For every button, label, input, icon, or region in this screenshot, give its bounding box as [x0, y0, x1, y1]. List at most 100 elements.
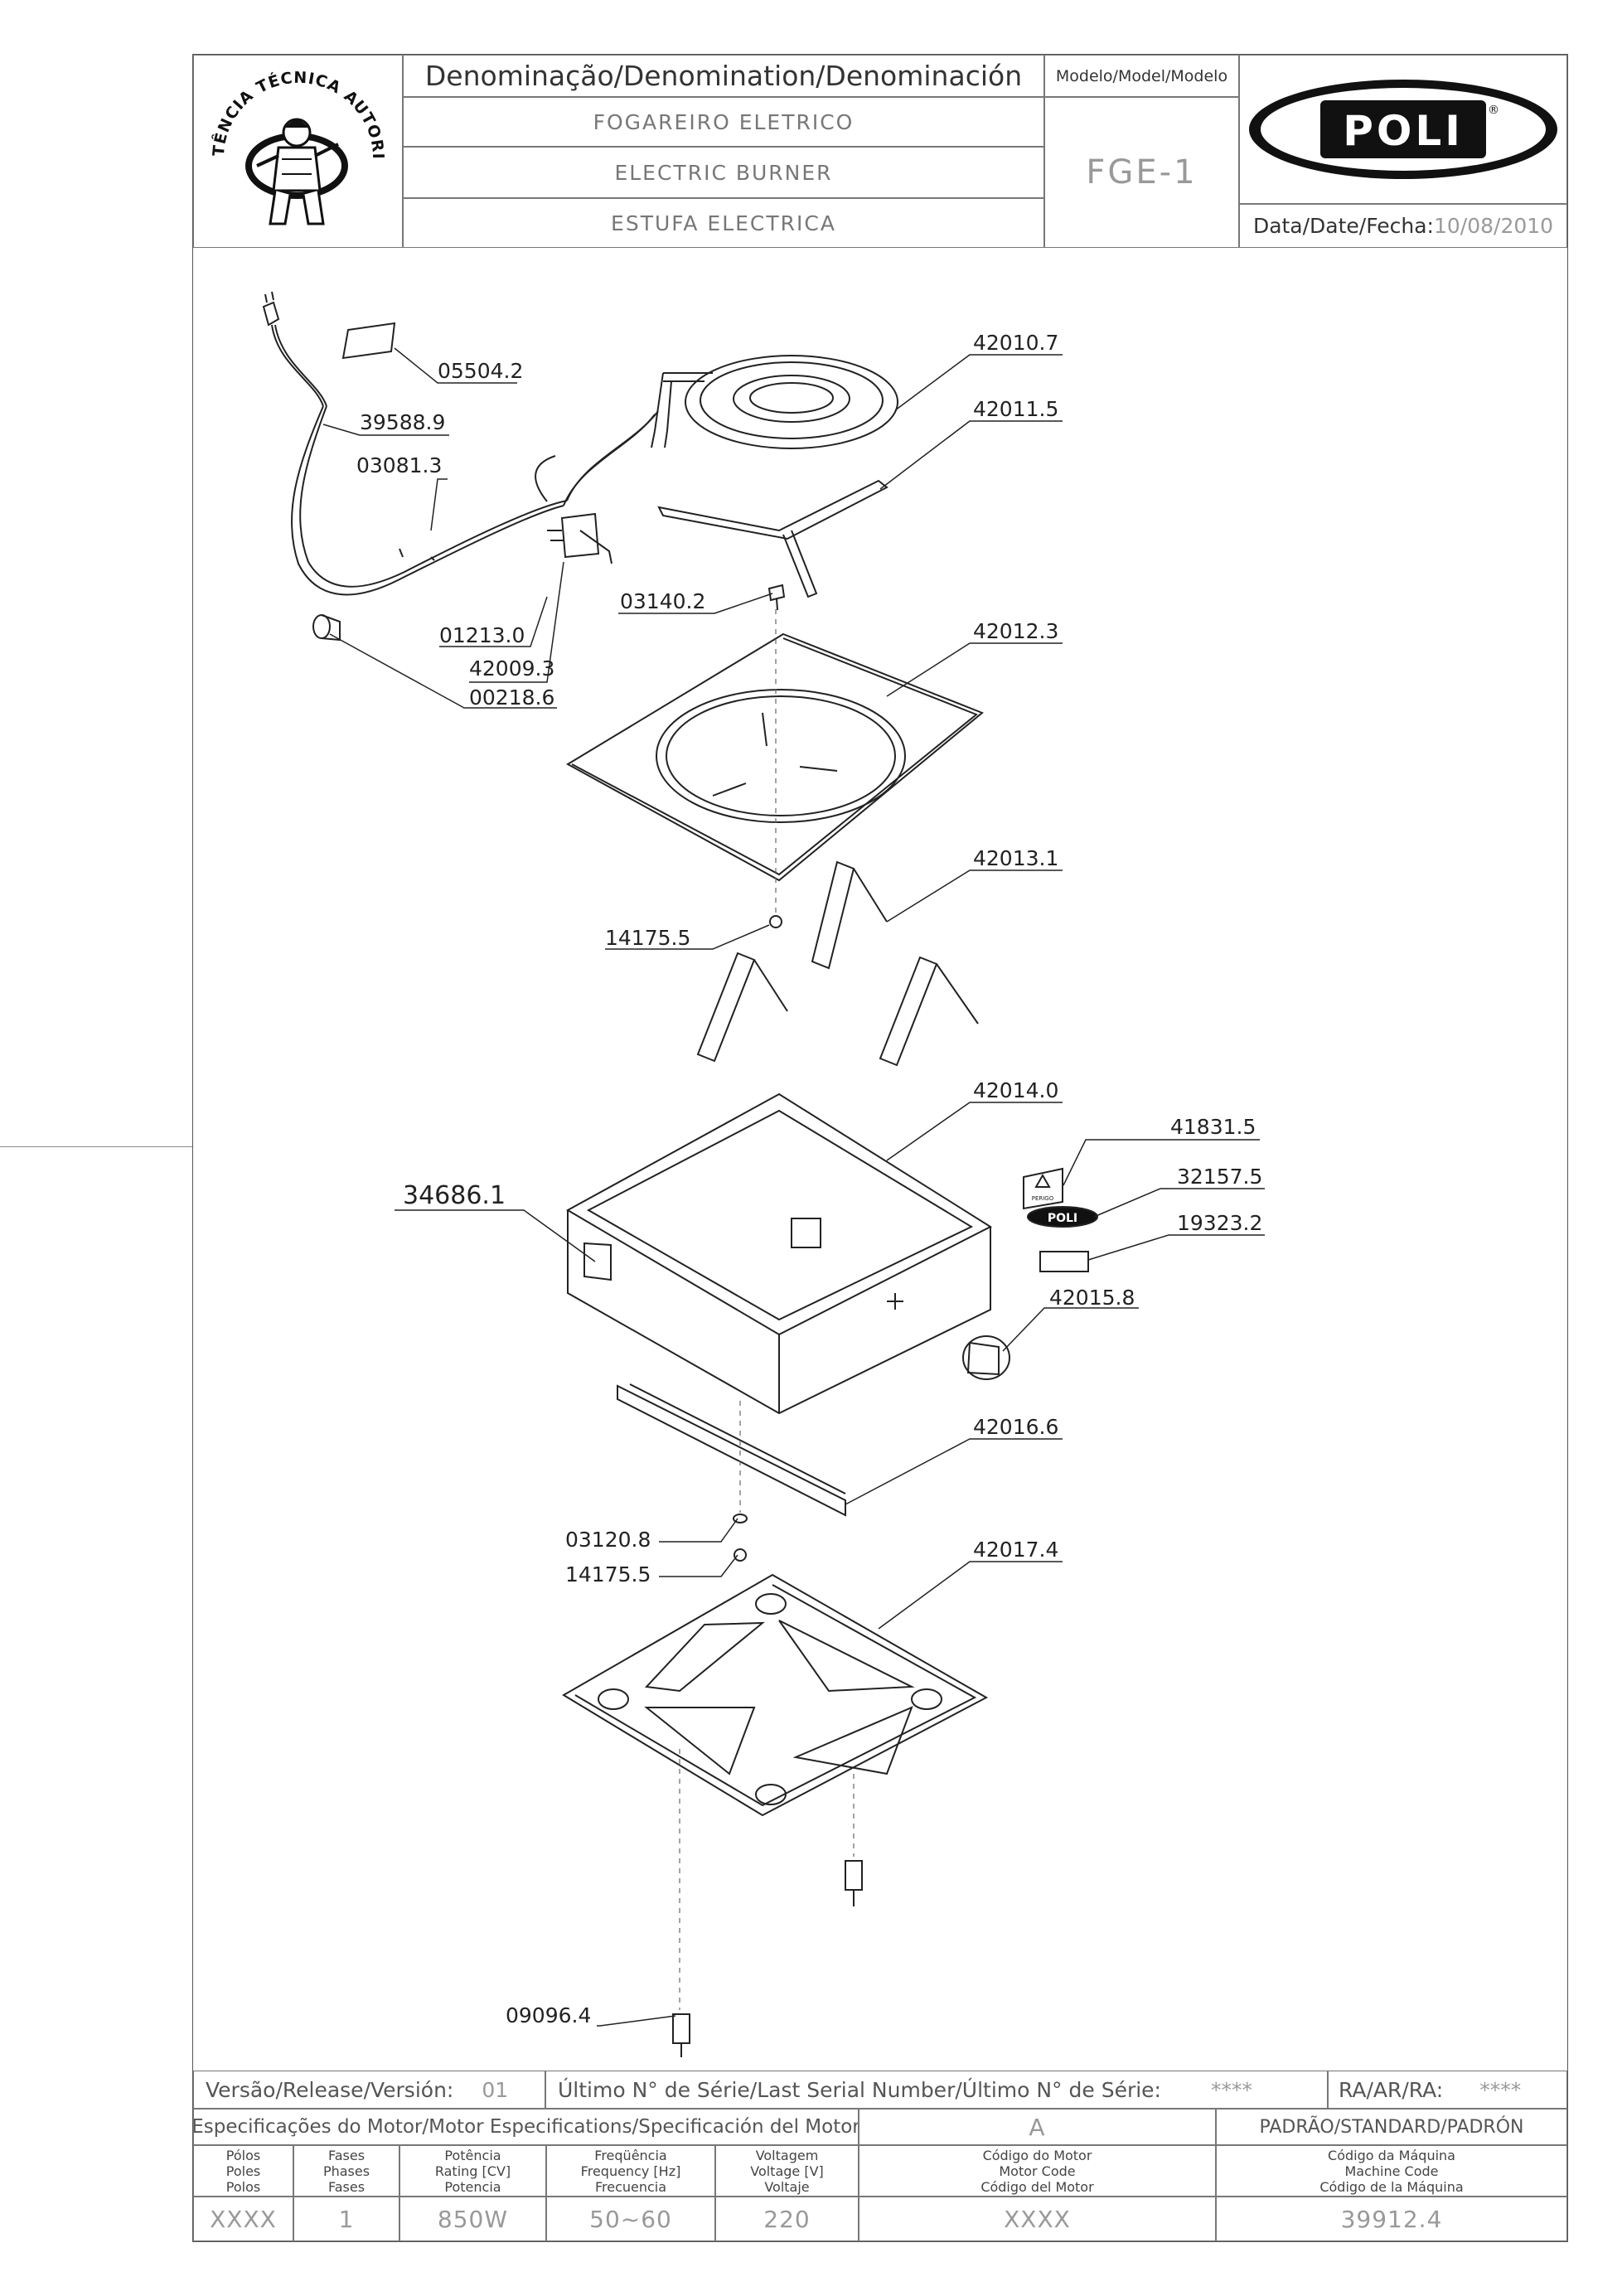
exploded-view-drawing: PERIGO POLI	[262, 291, 1265, 2057]
screw-03140	[767, 584, 786, 611]
spec-header-machine-code-es: Código de la Máquina	[1319, 2178, 1464, 2195]
part-label-42010: 42010.7	[973, 331, 1058, 355]
spec-header-voltage: Voltagem Voltage [V] Voltaje	[715, 2145, 859, 2197]
part-label-00218: 00218.6	[469, 685, 554, 710]
part-label-42011: 42011.5	[973, 397, 1058, 421]
warning-label-text: PERIGO	[1032, 1195, 1054, 1202]
spec-value-rating: 850W	[399, 2197, 546, 2241]
base-plate	[562, 1573, 989, 1817]
small-terminal	[399, 548, 435, 561]
spec-header-frequency-en: Frequency [Hz]	[580, 2163, 681, 2179]
spec-value-frequency: 50~60	[546, 2197, 715, 2241]
rating-plate	[1039, 1251, 1089, 1272]
spec-header-poles-es: Polos	[225, 2178, 261, 2195]
part-label-42009: 42009.3	[469, 656, 554, 681]
part-label-42017: 42017.4	[973, 1538, 1058, 1562]
ra-cell: RA/AR/RA: ****	[1328, 2071, 1567, 2109]
part-label-41831: 41831.5	[1170, 1115, 1256, 1139]
poli-badge: POLI	[1027, 1206, 1098, 1228]
denomination-title: Denominação/Denomination/Denominación	[403, 55, 1044, 97]
ra-value: ****	[1479, 2077, 1522, 2102]
spec-header-rating-es: Potencia	[444, 2178, 501, 2195]
product-name-en: ELECTRIC BURNER	[403, 147, 1044, 198]
release-cell: Versão/Release/Versión: 01	[193, 2071, 545, 2109]
spec-header-phases-en: Phases	[322, 2163, 370, 2179]
spec-header-rating-pt: Potência	[444, 2147, 501, 2163]
top-plate	[565, 632, 984, 882]
poli-logo: POLI ®	[1249, 80, 1557, 179]
part-label-03081: 03081.3	[356, 453, 442, 477]
spec-header-rating: Potência Rating [CV] Potencia	[399, 2145, 546, 2197]
part-label-03120: 03120.8	[565, 1528, 651, 1552]
foot-screw-a	[845, 1860, 863, 1906]
spec-header-motor-code: Código do Motor Motor Code Código del Mo…	[859, 2145, 1216, 2197]
spec-value-voltage: 220	[715, 2197, 859, 2241]
part-label-14175-a: 14175.5	[605, 926, 690, 950]
part-label-42012: 42012.3	[973, 619, 1058, 643]
spec-value-phases: 1	[293, 2197, 399, 2241]
spec-header-motor-code-en: Motor Code	[999, 2163, 1076, 2179]
part-label-32157: 32157.5	[1177, 1165, 1262, 1189]
service-badge-cell: ASSISTÊNCIA TÉCNICA AUTORIZADA	[193, 55, 403, 248]
drawing-frame: ASSISTÊNCIA TÉCNICA AUTORIZADA Denominaç…	[192, 54, 1568, 2242]
part-label-42014: 42014.0	[973, 1078, 1058, 1102]
product-name-pt: FOGAREIRO ELETRICO	[403, 97, 1044, 147]
serial-cell: Último N° de Série/Last Serial Number/Úl…	[545, 2071, 1328, 2109]
power-cord-plug	[262, 291, 568, 596]
release-value: 01	[482, 2077, 509, 2102]
spec-header-frequency-pt: Freqüência	[594, 2147, 667, 2163]
part-label-05504: 05504.2	[438, 359, 523, 383]
burner-body-box	[565, 1092, 993, 1415]
part-label-09096: 09096.4	[506, 2003, 591, 2027]
model-label: Modelo/Model/Modelo	[1044, 55, 1239, 97]
thermostat-switch	[547, 512, 612, 564]
registered-mark: ®	[1488, 104, 1499, 117]
motor-code-letter: A	[859, 2109, 1216, 2145]
part-label-34686: 34686.1	[403, 1181, 506, 1210]
date-label: Data/Date/Fecha:	[1252, 214, 1434, 238]
leader-lines	[322, 347, 1265, 2027]
spec-value-poles: XXXX	[193, 2197, 293, 2241]
part-label-01213: 01213.0	[439, 623, 525, 647]
spec-header-frequency-es: Frecuencia	[594, 2178, 667, 2195]
service-badge-icon: ASSISTÊNCIA TÉCNICA AUTORIZADA	[199, 58, 386, 225]
assembly-axes	[679, 609, 855, 2010]
nut-14175-b	[734, 1548, 747, 1562]
release-label: Versão/Release/Versión:	[206, 2077, 454, 2102]
spec-value-machine-code: 39912.4	[1216, 2197, 1567, 2241]
foot-screw-b	[672, 2013, 690, 2057]
model-value: FGE-1	[1044, 97, 1239, 248]
date-cell: Data/Date/Fecha: 10/08/2010	[1239, 204, 1567, 248]
part-labels: 05504.2 39588.9 03081.3 01213.0 42009.3 …	[356, 331, 1262, 2027]
poli-badge-text: POLI	[1048, 1212, 1077, 1225]
motor-spec-title: Especificações do Motor/Motor Especifica…	[193, 2109, 859, 2145]
spec-header-machine-code-pt: Código da Máquina	[1328, 2147, 1455, 2163]
cord-strain-relief	[312, 614, 341, 642]
serial-value: ****	[1210, 2077, 1252, 2102]
spec-header-voltage-pt: Voltagem	[755, 2147, 819, 2163]
part-label-19323: 19323.2	[1177, 1211, 1262, 1235]
serial-label: Último N° de Série/Last Serial Number/Úl…	[558, 2077, 1161, 2102]
model-value-text: FGE-1	[1086, 153, 1198, 191]
spec-header-poles-pt: Pólos	[225, 2147, 261, 2163]
control-knob	[962, 1335, 1010, 1380]
spec-header-machine-code: Código da Máquina Machine Code Código de…	[1216, 2145, 1567, 2197]
spec-header-phases-pt: Fases	[327, 2147, 366, 2163]
ra-label: RA/AR/RA:	[1339, 2077, 1444, 2102]
foot-bracket-2	[696, 952, 788, 1063]
spec-header-poles: Pólos Poles Polos	[193, 2145, 293, 2197]
spec-header-rating-en: Rating [CV]	[434, 2163, 511, 2179]
part-label-42013: 42013.1	[973, 846, 1058, 870]
spec-header-poles-en: Poles	[225, 2163, 261, 2179]
warning-label: PERIGO	[1023, 1167, 1063, 1210]
spec-header-frequency: Freqüência Frequency [Hz] Frecuencia	[546, 2145, 715, 2197]
part-label-42015: 42015.8	[1049, 1286, 1135, 1310]
cord-wires-to-burner	[535, 410, 659, 506]
standard-label: PADRÃO/STANDARD/PADRÓN	[1216, 2109, 1567, 2145]
part-label-14175-b: 14175.5	[565, 1562, 651, 1586]
element-tripod	[657, 479, 888, 598]
brand-logo-cell: POLI ®	[1239, 55, 1567, 204]
heating-element	[651, 355, 898, 449]
spec-header-voltage-es: Voltaje	[764, 2178, 810, 2195]
part-label-42016: 42016.6	[973, 1415, 1058, 1439]
